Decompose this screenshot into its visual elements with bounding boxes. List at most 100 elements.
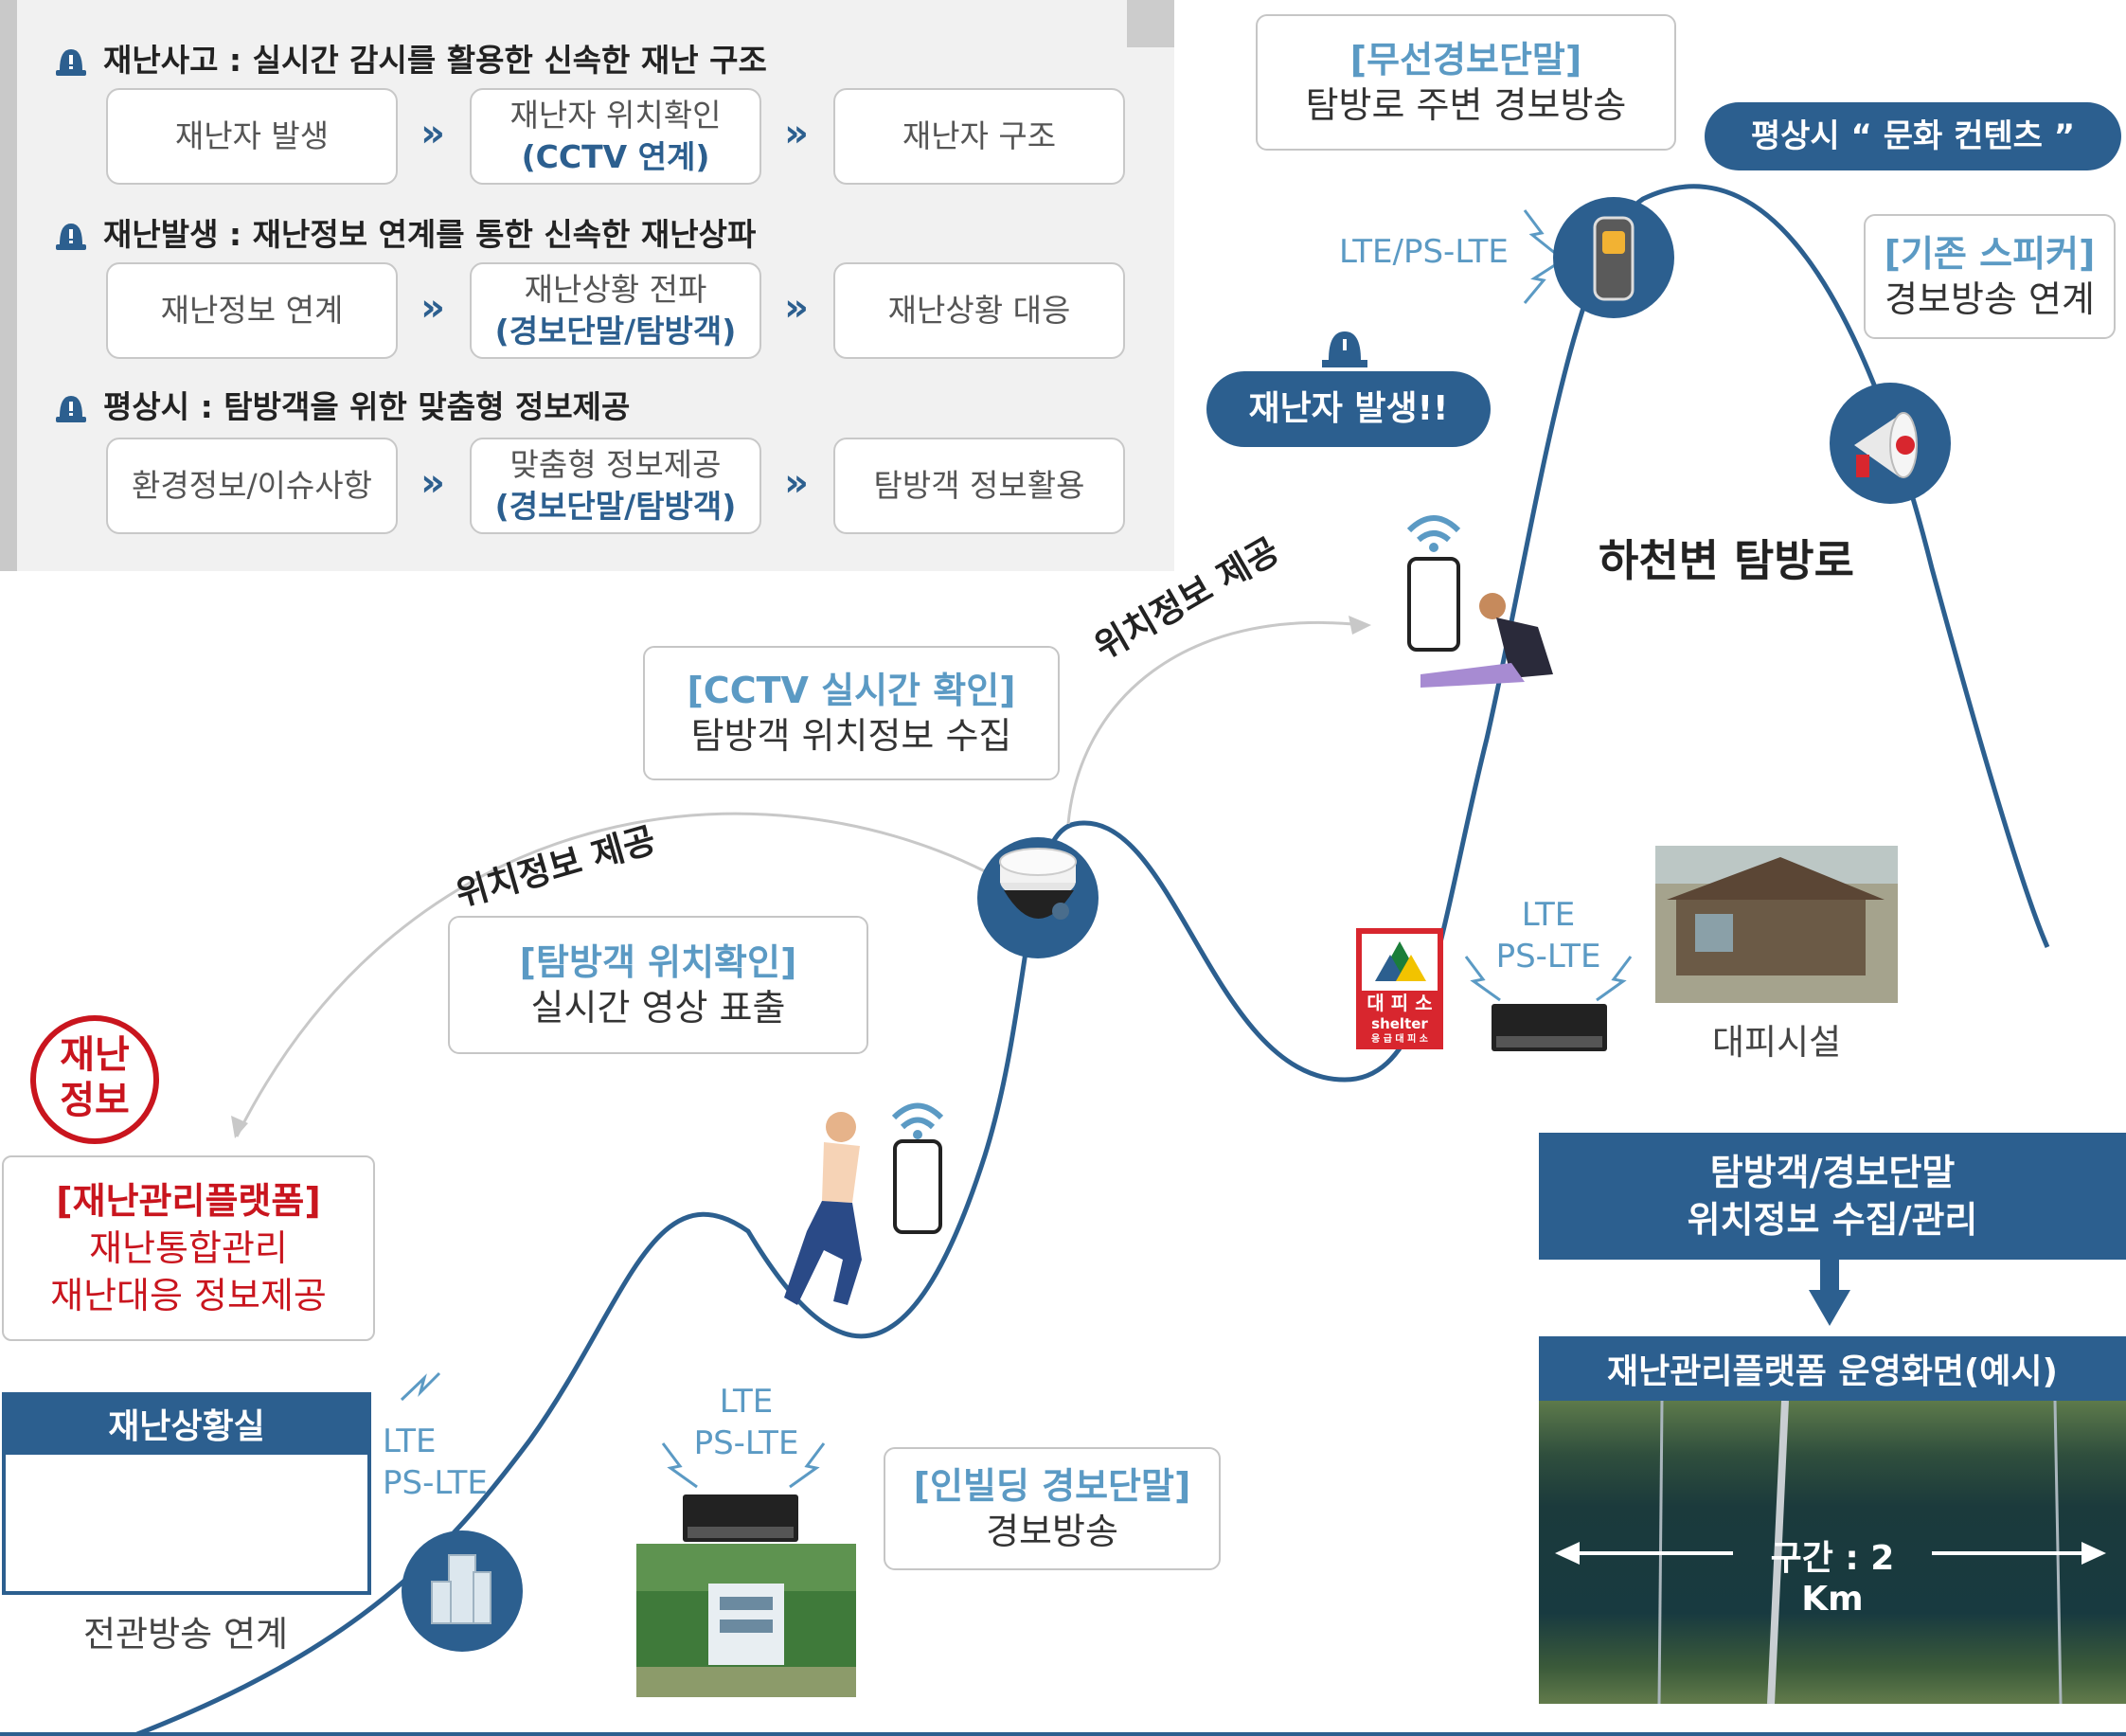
inbuilding-callout: [인빌딩 경보단말] 경보방송 [884,1447,1221,1570]
flow-arrow: » [420,286,445,330]
flow-arrow: » [784,461,809,505]
flow-step: 환경정보/이슈사항 [106,438,398,534]
victim-alert-pill: 재난자 발생!! [1206,371,1491,447]
stamp-line: 정보 [60,1079,130,1122]
flow-step: 재난상황 대응 [833,262,1125,359]
stamp-line: 재난 [60,1033,130,1077]
flow-step-label: 재난자 발생 [174,117,330,154]
flow-step: 맞춤형 정보제공 (경보단말/탐방객) [470,438,761,534]
cctv-dome-icon [999,848,1077,920]
down-arrow-icon [1809,1260,1850,1326]
flow-step: 탐방객 정보활용 [833,438,1125,534]
lte-line: LTE [383,1423,437,1460]
flow-step-label: 재난자 위치확인 [509,97,722,134]
alarm-terminal-device [683,1494,798,1542]
section-title-text: 재난사고 : 실시간 감시를 활용한 신속한 재난 구조 [103,42,767,79]
callout-title: [인빌딩 경보단말] [913,1465,1191,1507]
alarm-light-icon [56,224,86,250]
callout-body: 탐방객 위치정보 수집 [690,715,1012,757]
flow-step-label: 재난상황 전파 [524,271,707,308]
flow-step: 재난상황 전파 (경보단말/탐방객) [470,262,761,359]
section-title-normal: 평상시 : 탐방객을 위한 맞춤형 정보제공 [52,386,630,428]
platform-info-box: [재난관리플랫폼] 재난통합관리 재난대응 정보제공 [2,1155,375,1341]
disaster-stamp-text: 재난 정보 [33,1032,156,1123]
callout-body: 경보방송 [986,1511,1118,1552]
flow-step: 재난정보 연계 [106,262,398,359]
flow-step-sublabel: (CCTV 연계) [521,138,710,175]
section-title-occurrence: 재난발생 : 재난정보 연계를 통한 신속한 재난상파 [52,214,756,256]
connector-arrowhead [231,1116,248,1138]
callout-body: 실시간 영상 표출 [530,987,786,1029]
connector-cctv-to-phone [1066,620,1365,825]
megaphone-icon [1854,412,1918,478]
panel-side-strip [0,0,17,571]
wireless-terminal-callout: [무선경보단말] 탐방로 주변 경보방송 [1256,14,1676,151]
lte-label: LTE PS-LTE [680,1381,813,1464]
distance-label: 구간 : 2 Km [1770,1539,1895,1619]
broadcast-link-label: 전관방송 연계 [83,1614,289,1655]
flow-arrow: » [420,112,445,155]
flow-step-sublabel: (경보단말/탐방객) [494,488,737,525]
alarm-light-icon [1322,331,1367,367]
inbuilding-photo [636,1544,856,1697]
platform-screen-title: 재난관리플랫폼 운영화면(예시) [1539,1336,2126,1401]
flow-step: 재난자 발생 [106,88,398,185]
flow-arrow: » [420,461,445,505]
lte-line: LTE [719,1383,774,1421]
trail-title: 하천변 탐방로 [1599,535,1854,586]
flow-step-label: 재난상황 대응 [887,292,1071,329]
alarm-light-icon [56,49,86,76]
cctv-callout: [CCTV 실시간 확인] 탐방객 위치정보 수집 [643,646,1060,780]
flow-step-label: 재난자 구조 [902,117,1057,154]
building-icon [431,1554,491,1624]
wifi-icon [1406,515,1461,543]
shelter-facility-label: 대피시설 [1712,1022,1842,1063]
flow-arrow: » [784,286,809,330]
signal-zigzags [400,209,1633,1489]
shelter-sign-small: 응 급 대 피 소 [1371,1034,1428,1045]
flow-step-label: 환경정보/이슈사항 [132,467,372,504]
flow-step: 재난자 위치확인 (CCTV 연계) [470,88,761,185]
smartphone-icon [893,1139,942,1234]
lte-label: LTE/PS-LTE [1339,233,1509,271]
visitor-location-callout: [탐방객 위치확인] 실시간 영상 표출 [448,916,868,1054]
shelter-facility-photo [1655,846,1898,1003]
alarm-light-icon [56,396,86,422]
speaker-callout: [기존 스피커] 경보방송 연계 [1864,214,2116,339]
flow-step-label: 맞춤형 정보제공 [509,446,722,483]
callout-body: 경보방송 연계 [1885,278,2095,320]
location-collect-box: 탐방객/경보단말 위치정보 수집/관리 [1539,1133,2126,1260]
callout-title: [기존 스피커] [1884,233,2096,275]
callout-title: [탐방객 위치확인] [519,941,797,983]
section-title-text: 재난발생 : 재난정보 연계를 통한 신속한 재난상파 [103,216,757,253]
shelter-sign-ko: 대 피 소 [1367,992,1433,1014]
platform-line: 재난통합관리 [89,1227,288,1269]
lte-line: PS-LTE [1495,938,1601,975]
section-title-accident: 재난사고 : 실시간 감시를 활용한 신속한 재난 구조 [52,40,767,81]
sitting-person-icon [1420,593,1553,688]
collect-line: 위치정보 수집/관리 [1687,1199,1978,1241]
lte-line: PS-LTE [693,1424,799,1462]
collect-line: 탐방객/경보단말 [1709,1152,1956,1193]
trail-path [132,184,2050,1736]
shelter-sign-en: shelter [1371,1015,1428,1032]
culture-content-pill: 평상시 “ 문화 컨텐츠 ” [1705,102,2121,170]
wireless-terminal-icon [1593,216,1635,301]
connector-arrowhead [1349,616,1371,635]
callout-title: [CCTV 실시간 확인] [687,670,1016,711]
wifi-icon [891,1102,944,1130]
lte-line: LTE [1521,896,1576,934]
flow-step-sublabel: (경보단말/탐방객) [494,313,737,349]
panel-corner-block [1127,0,1174,47]
flow-step: 재난자 구조 [833,88,1125,185]
section-title-text: 평상시 : 탐방객을 위한 맞춤형 정보제공 [103,388,631,425]
flow-step-label: 탐방객 정보활용 [873,467,1085,504]
flow-arrow: » [784,112,809,155]
situation-room-title: 재난상황실 [2,1392,371,1455]
platform-title: [재난관리플랫폼] [56,1180,321,1222]
callout-body: 탐방로 주변 경보방송 [1305,84,1627,126]
disaster-stamp [30,1015,159,1144]
shelter-sign [1356,928,1443,1049]
runner-figure-icon [784,1112,862,1305]
smartphone-icon [1407,557,1460,652]
